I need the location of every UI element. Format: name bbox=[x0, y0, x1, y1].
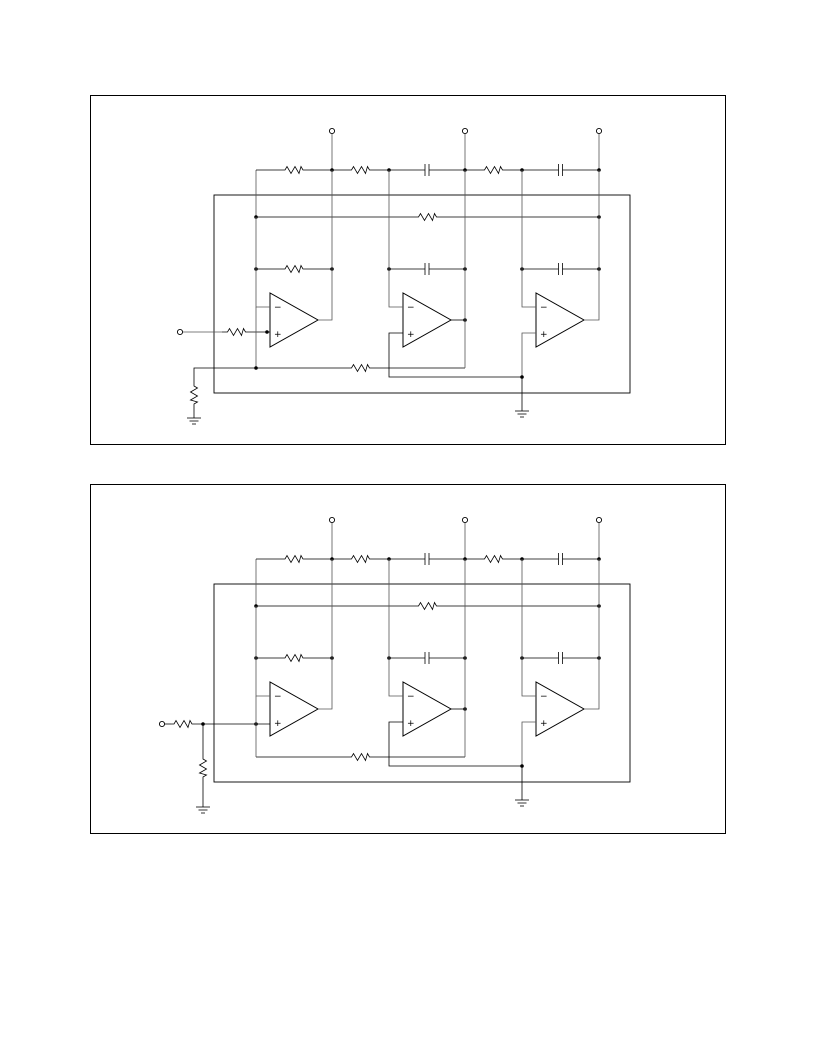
wire bbox=[584, 170, 600, 321]
wire bbox=[388, 721, 522, 767]
junction-dot bbox=[597, 168, 601, 172]
capacitor-icon bbox=[522, 263, 599, 275]
wire bbox=[388, 332, 522, 378]
terminal-icon bbox=[176, 328, 184, 336]
noninverting-input-sign: + bbox=[274, 330, 282, 340]
terminal-icon bbox=[461, 127, 469, 135]
terminal-icon bbox=[328, 127, 336, 135]
wire bbox=[255, 217, 270, 308]
resistor-icon bbox=[256, 264, 332, 274]
capacitor-icon bbox=[389, 263, 465, 275]
wire bbox=[521, 559, 536, 697]
resistor-icon bbox=[256, 165, 332, 175]
inverting-input-sign: − bbox=[274, 303, 282, 313]
terminal-icon bbox=[328, 516, 336, 524]
wire bbox=[521, 721, 536, 766]
wire bbox=[521, 170, 536, 308]
op-amp-icon: −+ bbox=[535, 681, 586, 737]
resistor-icon bbox=[189, 378, 199, 412]
inverting-input-sign: − bbox=[274, 692, 282, 702]
resistor-icon bbox=[256, 752, 465, 762]
op-amp-icon: −+ bbox=[535, 292, 586, 348]
inverting-input-sign: − bbox=[407, 692, 415, 702]
capacitor-icon bbox=[389, 553, 465, 565]
circuit-diagram-1: −+−+−+ bbox=[176, 127, 631, 425]
op-amp-icon: −+ bbox=[269, 681, 320, 737]
capacitor-icon bbox=[522, 652, 599, 664]
noninverting-input-sign: + bbox=[540, 719, 548, 729]
resistor-icon bbox=[256, 363, 465, 373]
wire bbox=[318, 559, 333, 710]
wire bbox=[388, 170, 403, 308]
wire bbox=[584, 559, 600, 710]
capacitor-icon bbox=[389, 652, 465, 664]
resistor-icon bbox=[332, 554, 389, 564]
resistor-icon bbox=[256, 554, 332, 564]
capacitor-icon bbox=[522, 164, 599, 176]
wire bbox=[255, 606, 270, 697]
ground-icon bbox=[515, 799, 529, 807]
capacitor-icon bbox=[389, 164, 465, 176]
noninverting-input-sign: + bbox=[407, 330, 415, 340]
resistor-icon bbox=[256, 601, 599, 611]
resistor-icon bbox=[256, 212, 599, 222]
schematic-figure-1: −+−+−+ bbox=[90, 95, 726, 445]
resistor-icon bbox=[198, 751, 208, 785]
module-outline bbox=[213, 583, 631, 783]
op-amp-icon: −+ bbox=[269, 292, 320, 348]
resistor-icon bbox=[222, 327, 251, 337]
terminal-icon bbox=[461, 516, 469, 524]
resistor-icon bbox=[465, 554, 522, 564]
module-outline bbox=[213, 194, 631, 394]
inverting-input-sign: − bbox=[407, 303, 415, 313]
ground-icon bbox=[187, 417, 201, 425]
inverting-input-sign: − bbox=[540, 303, 548, 313]
schematic-figure-2: −+−+−+ bbox=[90, 484, 726, 834]
wire bbox=[388, 559, 403, 697]
resistor-icon bbox=[465, 165, 522, 175]
junction-dot bbox=[265, 330, 269, 334]
resistor-icon bbox=[171, 719, 195, 729]
terminal-icon bbox=[158, 720, 166, 728]
resistor-icon bbox=[332, 165, 389, 175]
terminal-icon bbox=[595, 516, 603, 524]
noninverting-input-sign: + bbox=[274, 719, 282, 729]
capacitor-icon bbox=[522, 553, 599, 565]
noninverting-input-sign: + bbox=[407, 719, 415, 729]
op-amp-icon: −+ bbox=[402, 681, 453, 737]
circuit-diagram-2: −+−+−+ bbox=[158, 516, 631, 814]
wire bbox=[193, 367, 256, 378]
ground-icon bbox=[196, 806, 210, 814]
wire bbox=[521, 332, 536, 377]
ground-icon bbox=[515, 410, 529, 418]
op-amp-icon: −+ bbox=[402, 292, 453, 348]
wire bbox=[318, 170, 333, 321]
resistor-icon bbox=[256, 653, 332, 663]
noninverting-input-sign: + bbox=[540, 330, 548, 340]
inverting-input-sign: − bbox=[540, 692, 548, 702]
terminal-icon bbox=[595, 127, 603, 135]
